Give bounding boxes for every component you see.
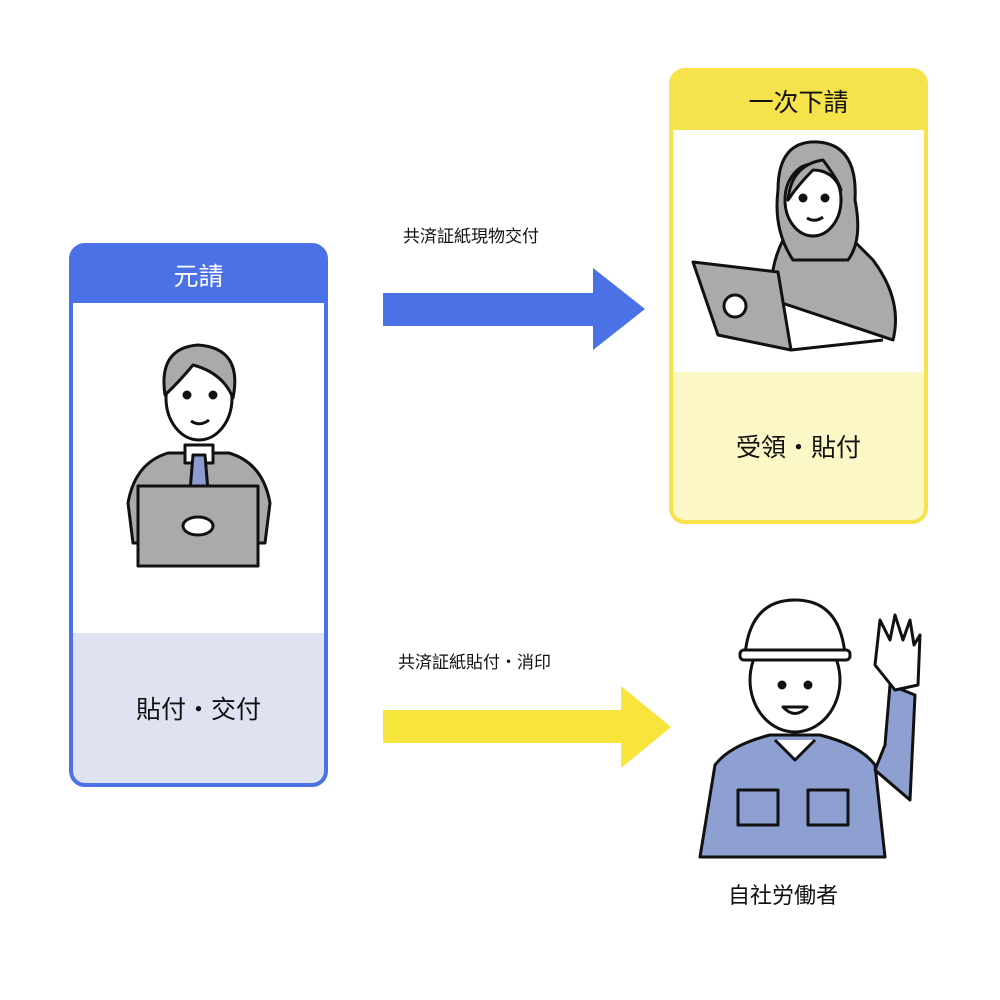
construction-worker-icon	[698, 598, 922, 859]
businessman-laptop-icon	[126, 343, 272, 568]
arrow-label-stamp-delivery: 共済証紙現物交付	[403, 227, 539, 247]
arrow-right-blue-icon	[383, 268, 645, 350]
card-illustration	[673, 130, 924, 372]
worker-label: 自社労働者	[728, 884, 839, 909]
card-illustration	[73, 303, 324, 633]
subcontractor-card: 一次下請 受領・貼付	[669, 68, 928, 524]
businesswoman-laptop-icon	[691, 140, 897, 352]
card-title: 一次下請	[748, 88, 849, 117]
card-action: 受領・貼付	[673, 372, 924, 520]
card-title: 元請	[173, 262, 224, 291]
arrow-label-stamp-affix: 共済証紙貼付・消印	[398, 653, 551, 673]
arrow-right-yellow-icon	[383, 686, 671, 768]
card-action: 貼付・交付	[73, 633, 324, 783]
prime-contractor-card: 元請 貼付・交付	[69, 243, 328, 787]
